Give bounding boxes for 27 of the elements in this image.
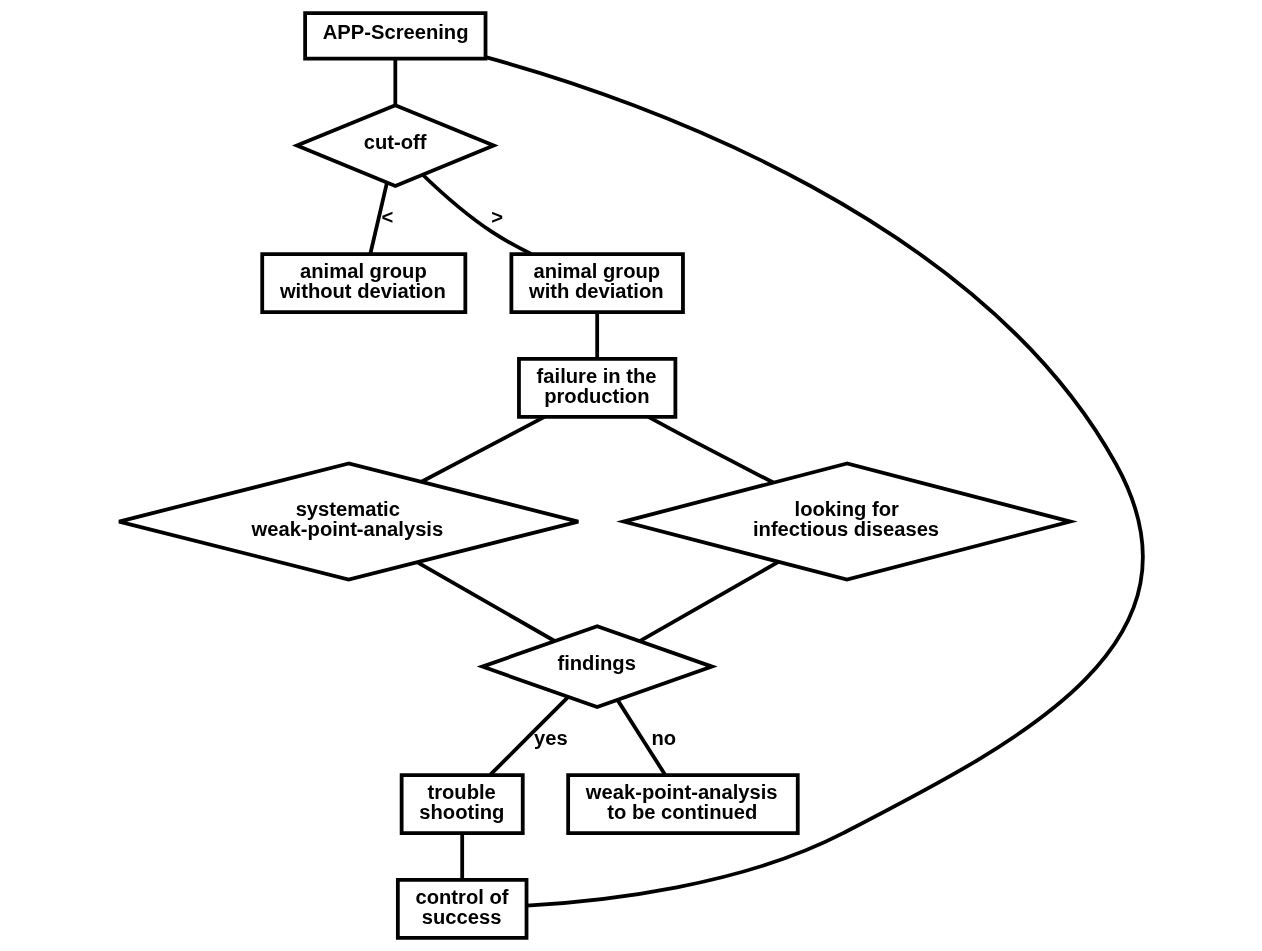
connector xyxy=(416,560,556,643)
node-box: APP-Screening xyxy=(303,11,488,61)
connector xyxy=(421,173,532,256)
node-box: failure in the production xyxy=(517,356,678,419)
node-box: weak-point-analysis to be continued xyxy=(566,773,800,836)
connector xyxy=(488,695,570,777)
edge-label: < xyxy=(381,205,394,228)
connector xyxy=(460,833,465,880)
connector xyxy=(647,415,775,485)
connector xyxy=(638,560,780,643)
node-diamond: looking for infectious diseases xyxy=(616,461,1078,582)
edge-label: > xyxy=(491,205,503,228)
node-box: animal group with deviation xyxy=(509,252,685,314)
node-box: control of success xyxy=(395,877,529,940)
node-diamond: cut-off xyxy=(291,103,499,189)
connector xyxy=(420,415,546,484)
edge-label: yes xyxy=(534,726,568,749)
edge-label: no xyxy=(651,726,677,749)
connector xyxy=(485,55,1144,908)
node-box: animal group without deviation xyxy=(260,252,468,314)
node-box: trouble shooting xyxy=(399,773,525,836)
connector xyxy=(393,58,398,105)
connector xyxy=(615,698,667,776)
node-diamond: findings xyxy=(476,624,718,709)
node-diamond: systematic weak-point-analysis xyxy=(117,461,581,582)
connector xyxy=(595,312,600,359)
connector xyxy=(368,182,389,255)
